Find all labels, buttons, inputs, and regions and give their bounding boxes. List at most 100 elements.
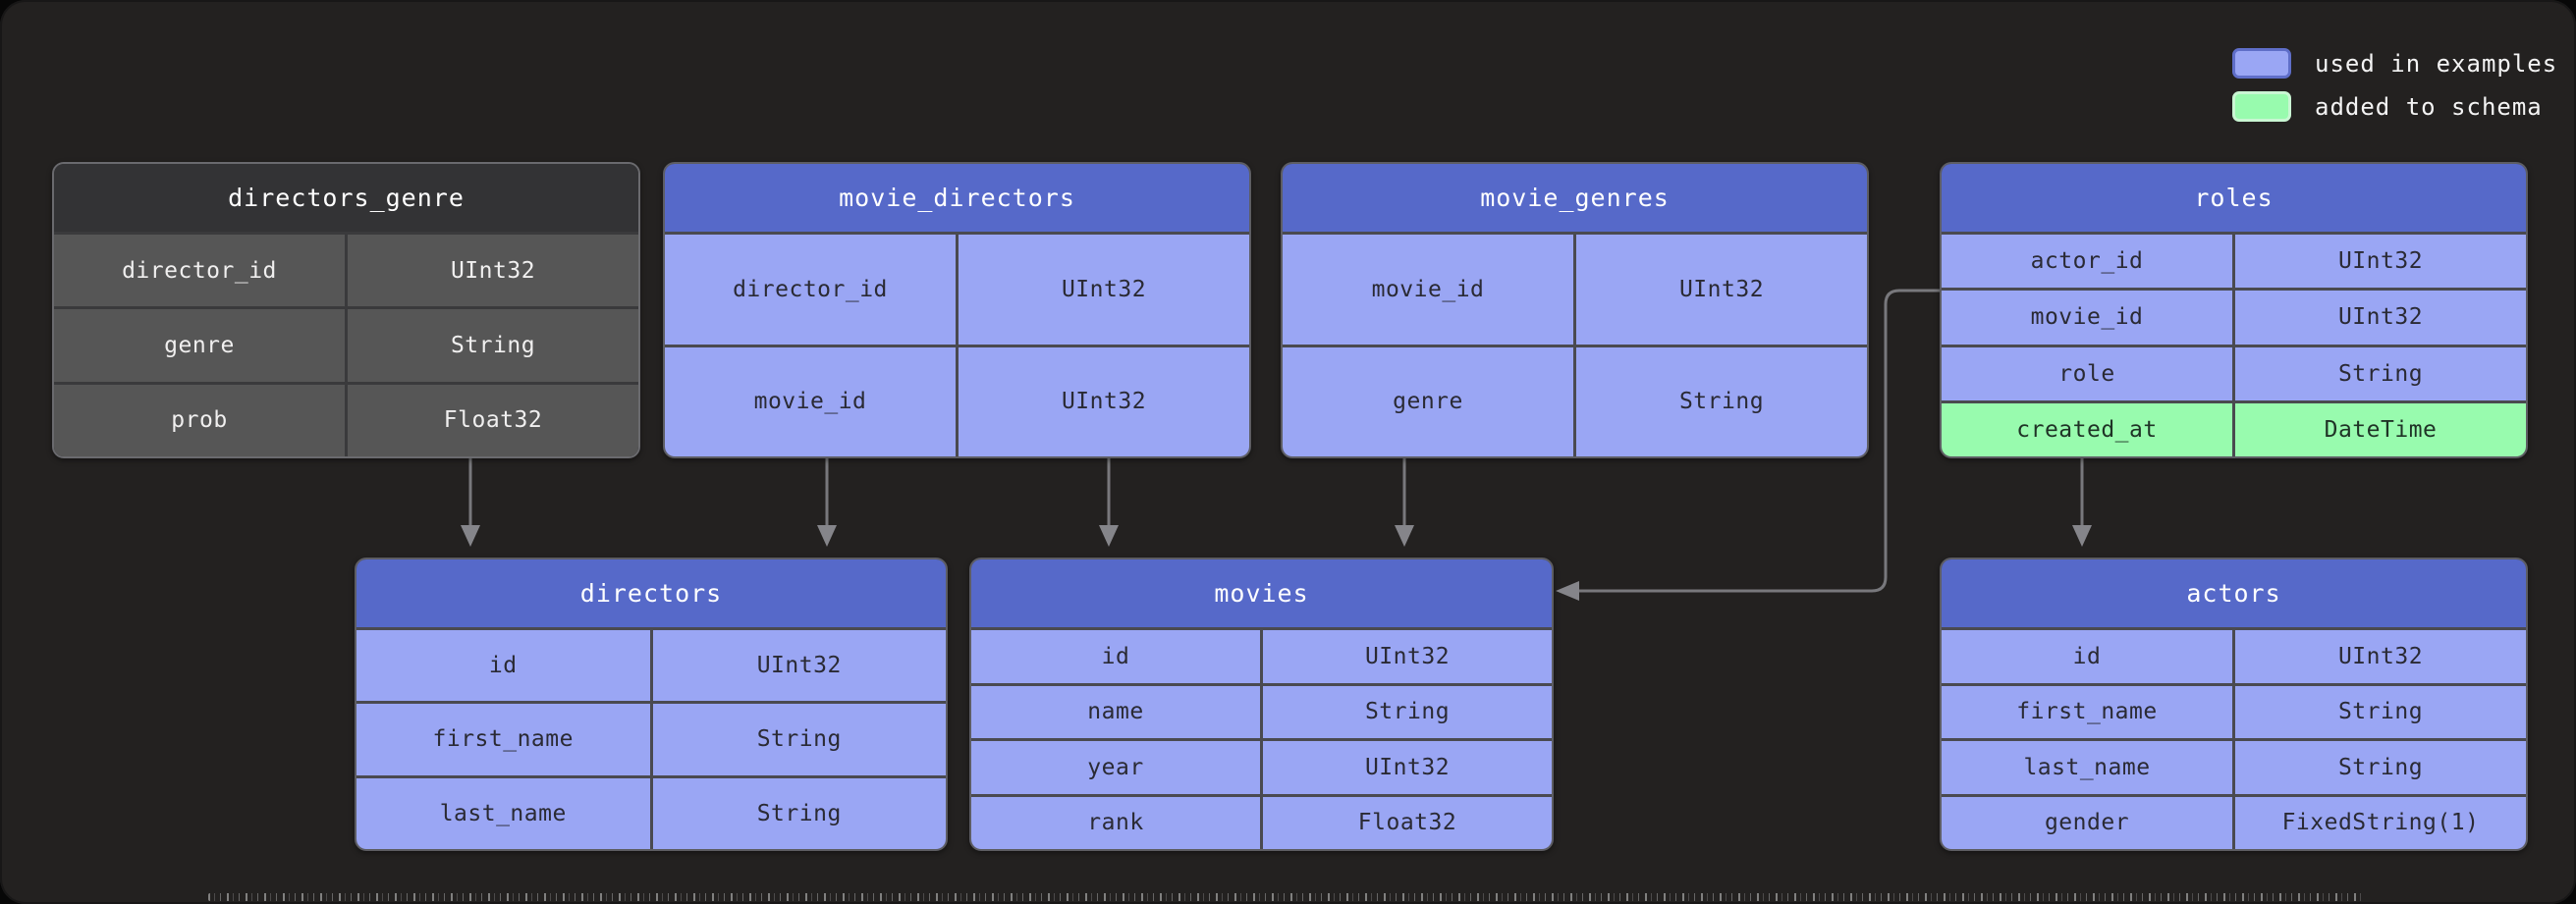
column-divider [2232, 685, 2235, 738]
table-title: actors [1942, 559, 2526, 627]
field-name: year [971, 741, 1260, 794]
column-divider [1260, 630, 1263, 683]
field-name: id [1942, 630, 2232, 683]
field-name: prob [54, 384, 345, 456]
field-type: Float32 [348, 384, 638, 456]
legend-label: added to schema [2315, 92, 2543, 121]
screen-edge-artifact [208, 893, 2364, 901]
field-name: name [971, 685, 1260, 738]
field-name: first_name [356, 704, 650, 775]
field-type: FixedString(1) [2235, 796, 2526, 849]
legend-swatch-used-in-examples [2232, 48, 2291, 79]
field-name: created_at [1942, 402, 2232, 456]
field-name: rank [971, 796, 1260, 849]
field-type: UInt32 [959, 346, 1249, 456]
field-type: String [1576, 346, 1867, 456]
legend-label: used in examples [2315, 49, 2558, 78]
column-divider [345, 384, 348, 456]
field-type: UInt32 [348, 235, 638, 307]
field-name: id [356, 630, 650, 702]
field-type: String [652, 777, 946, 849]
column-divider [2232, 796, 2235, 849]
table-title: directors [356, 559, 946, 627]
field-type: UInt32 [1576, 235, 1867, 345]
field-type: UInt32 [2235, 291, 2526, 345]
column-divider [956, 235, 959, 345]
legend-item-added: added to schema [2232, 90, 2557, 123]
field-type: UInt32 [959, 235, 1249, 345]
column-divider [2232, 402, 2235, 456]
field-name: role [1942, 346, 2232, 400]
table-title: movie_genres [1283, 164, 1867, 232]
column-divider [1260, 685, 1263, 738]
column-divider [1573, 346, 1576, 456]
column-divider [649, 777, 653, 849]
legend-item-used: used in examples [2232, 47, 2557, 80]
field-name: movie_id [665, 346, 956, 456]
field-type: UInt32 [2235, 630, 2526, 683]
column-divider [1260, 796, 1263, 849]
field-name: genre [54, 309, 345, 382]
field-type: DateTime [2235, 402, 2526, 456]
field-type: UInt32 [1263, 741, 1552, 794]
column-divider [345, 309, 348, 382]
field-name: gender [1942, 796, 2232, 849]
field-name: first_name [1942, 685, 2232, 738]
field-type: String [652, 704, 946, 775]
table-title: movies [971, 559, 1552, 627]
field-name: movie_id [1942, 291, 2232, 345]
field-name: director_id [665, 235, 956, 345]
table-title: directors_genre [54, 164, 638, 232]
column-divider [2232, 346, 2235, 400]
field-type: String [2235, 685, 2526, 738]
field-name: id [971, 630, 1260, 683]
column-divider [345, 235, 348, 307]
table-title: movie_directors [665, 164, 1249, 232]
field-name: genre [1283, 346, 1573, 456]
legend-swatch-added-to-schema [2232, 91, 2291, 122]
column-divider [649, 630, 653, 702]
column-divider [2232, 741, 2235, 794]
field-type: String [2235, 346, 2526, 400]
legend: used in examples added to schema [2232, 47, 2557, 123]
table-title: roles [1942, 164, 2526, 232]
field-name: director_id [54, 235, 345, 307]
column-divider [2232, 291, 2235, 345]
field-type: UInt32 [1263, 630, 1552, 683]
field-type: String [348, 309, 638, 382]
field-name: last_name [1942, 741, 2232, 794]
field-name: actor_id [1942, 235, 2232, 289]
column-divider [2232, 630, 2235, 683]
field-type: String [1263, 685, 1552, 738]
